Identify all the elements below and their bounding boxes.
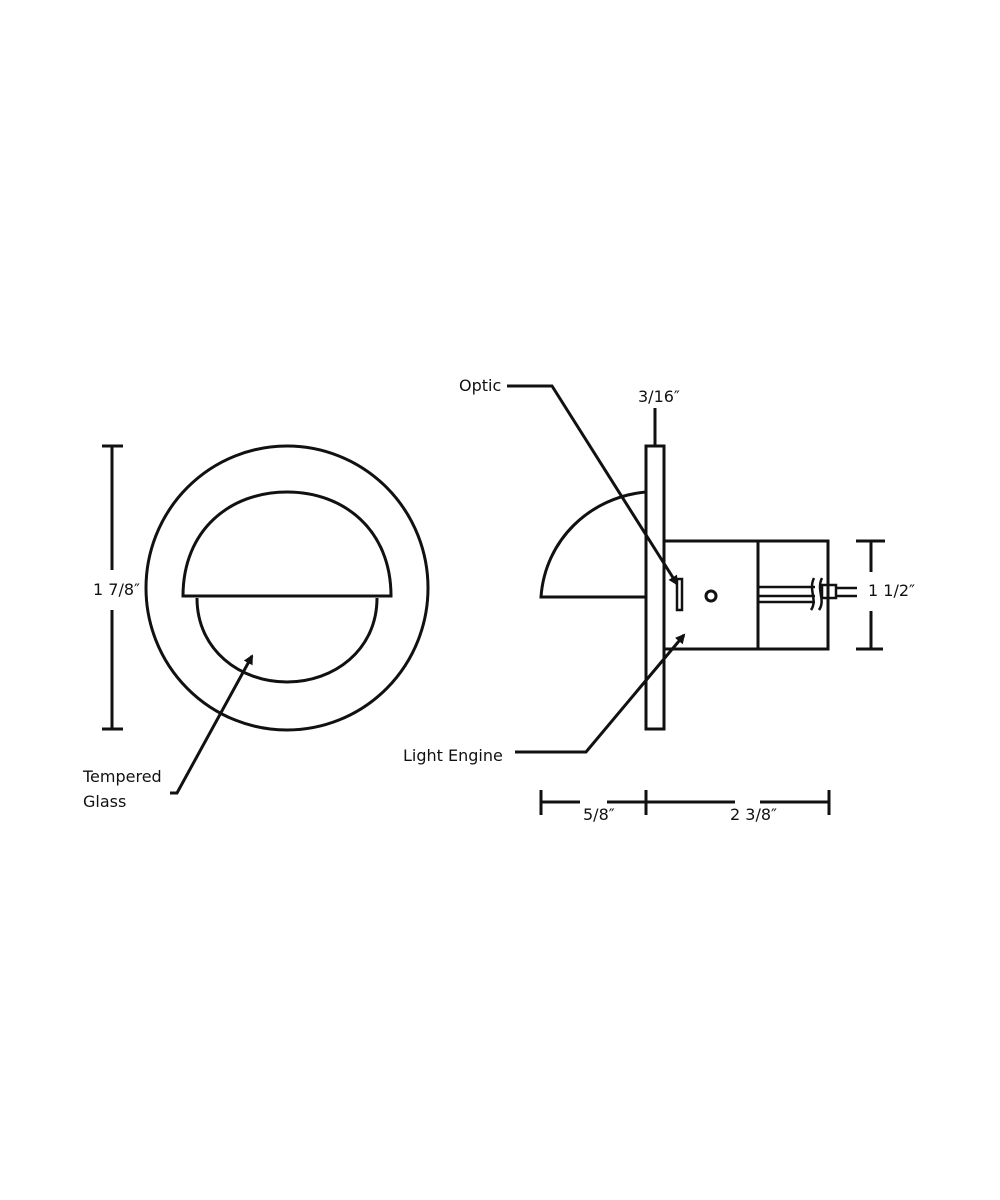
light-engine-label: Light Engine [403, 746, 503, 765]
wire-leads [758, 577, 857, 611]
outer-faceplate-circle [144, 444, 430, 732]
optic-label: Optic [459, 376, 502, 395]
tempered-glass-leader [170, 654, 254, 795]
front-view [102, 444, 430, 795]
depth-front-label: 5/8″ [583, 805, 615, 824]
depth-dimension-line [539, 790, 831, 815]
height-dimension-line [102, 444, 123, 731]
light-engine-leader [515, 633, 686, 754]
optic-leader [507, 384, 679, 586]
optic-slot [675, 577, 684, 612]
tempered-glass-label-line2: Glass [83, 792, 127, 811]
faceplate-profile [644, 444, 666, 731]
height-dimension-label: 1 7/8″ [93, 580, 140, 599]
hood-profile [539, 490, 647, 599]
housing-body [662, 539, 830, 651]
tempered-glass-lens [195, 597, 379, 684]
depth-back-label: 2 3/8″ [730, 805, 777, 824]
plate-thickness-label: 3/16″ [638, 387, 680, 406]
side-view [507, 384, 885, 815]
housing-height-label: 1 1/2″ [868, 581, 915, 600]
tempered-glass-label-line1: Tempered [83, 767, 162, 786]
eyelid-hood [181, 490, 393, 598]
screw-hole [704, 589, 718, 603]
housing-height-dimension-line [856, 539, 885, 651]
